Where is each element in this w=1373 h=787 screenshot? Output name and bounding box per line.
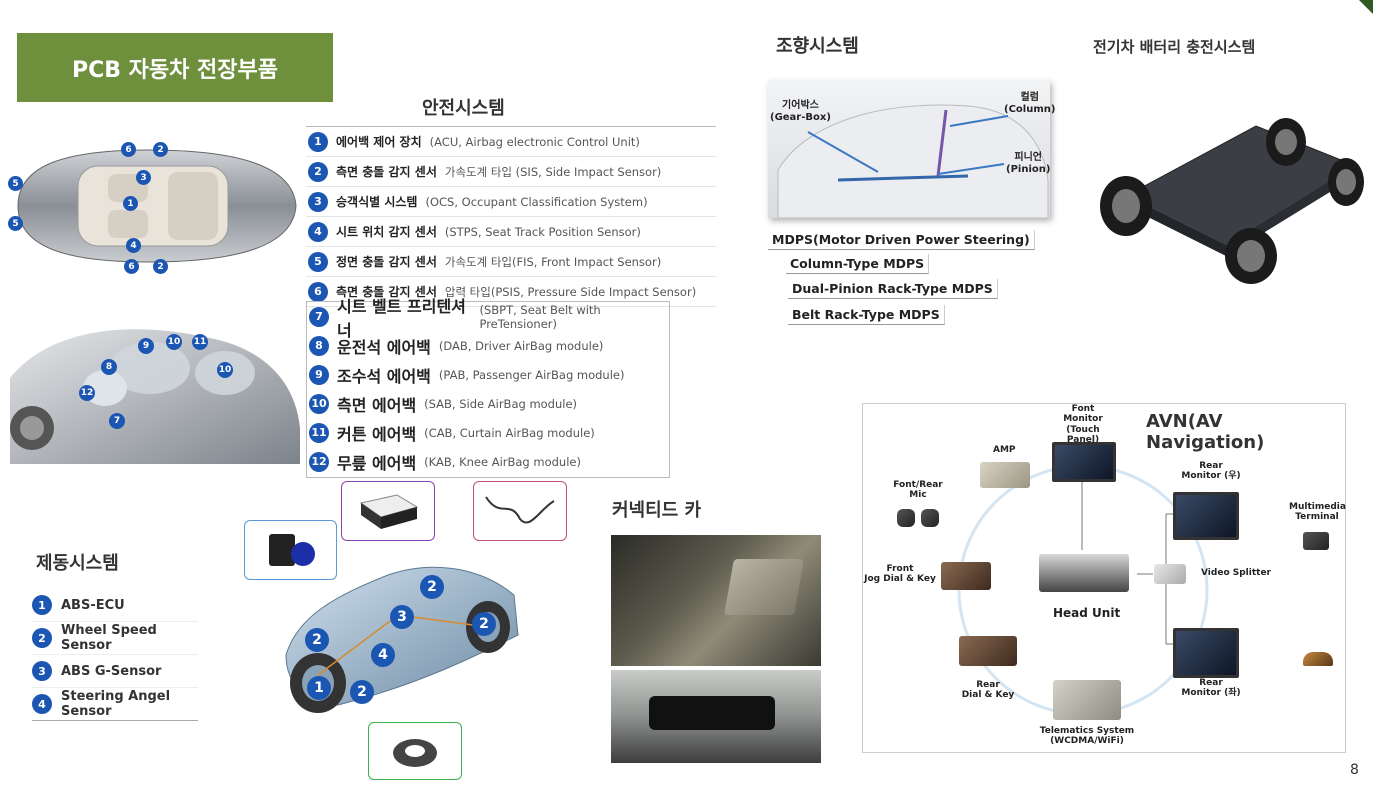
avn-title: AVN(AV Navigation) (1146, 411, 1265, 453)
column-label: 컬럼(Column) (1004, 92, 1056, 115)
connected-car-title: 커넥티드 카 (612, 500, 702, 521)
car-badge: 11 (192, 334, 208, 350)
front-jog-device (941, 562, 991, 590)
mdps-main-label: MDPS(Motor Driven Power Steering) (768, 230, 1035, 250)
corner-accent (1359, 0, 1373, 14)
car-badge: 5 (8, 216, 23, 231)
connected-car-dashboard-image (611, 670, 821, 763)
rear-dial-device (959, 636, 1017, 666)
car-badge: 1 (307, 676, 331, 700)
car-badge: 2 (472, 612, 496, 636)
car-badge: 3 (136, 170, 151, 185)
avn-diagram: AVN(AV Navigation) Font Monitor(Touch Pa… (862, 403, 1346, 753)
car-top-view-image (8, 136, 300, 276)
page-title: PCB 자동차 전장부품 (17, 33, 333, 102)
car-badge: 4 (126, 238, 141, 253)
car-badge: 10 (166, 334, 182, 350)
rear-monitor-left-device (1173, 628, 1239, 678)
car-badge: 2 (153, 142, 168, 157)
abs-module-image (244, 520, 337, 580)
car-airbag-view-image (10, 318, 300, 464)
ecu-module-image (341, 481, 435, 541)
pinion-label: 피니언(Pinion) (1006, 152, 1051, 175)
car-badge: 2 (350, 680, 374, 704)
antenna-device (1303, 652, 1333, 666)
car-badge: 9 (138, 338, 154, 354)
car-badge: 6 (124, 259, 139, 274)
steering-system-title: 조향시스템 (776, 36, 859, 57)
mic-device (897, 509, 915, 527)
ev-charging-title: 전기차 배터리 충전시스템 (1093, 38, 1256, 56)
gearbox-label: 기어박스(Gear-Box) (770, 100, 831, 123)
car-badge: 2 (305, 628, 329, 652)
page-number: 8 (1350, 762, 1359, 778)
car-badge: 5 (8, 176, 23, 191)
car-badge: 2 (420, 575, 444, 599)
brake-system-title: 제동시스템 (36, 553, 119, 574)
telematics-device (1053, 680, 1121, 720)
safety-system-title: 안전시스템 (422, 98, 505, 119)
steering-diagram-image: 기어박스(Gear-Box) 컬럼(Column) 피니언(Pinion) (768, 80, 1055, 219)
steering-angle-sensor-image (368, 722, 462, 780)
car-badge: 6 (121, 142, 136, 157)
mdps-type-item: Belt Rack-Type MDPS (788, 305, 945, 325)
car-badge: 8 (101, 359, 117, 375)
rear-monitor-right-device (1173, 492, 1239, 540)
mdps-type-item: Dual-Pinion Rack-Type MDPS (788, 279, 998, 299)
car-badge: 1 (123, 196, 138, 211)
connected-car-chip-image (611, 535, 821, 666)
font-monitor-label: Font Monitor(Touch Panel) (1063, 404, 1103, 446)
amp-device (980, 462, 1030, 488)
amp-label: AMP (993, 445, 1016, 455)
car-badge: 4 (371, 643, 395, 667)
mdps-type-item: Column-Type MDPS (786, 254, 930, 274)
video-splitter-label: Video Splitter (1201, 568, 1271, 578)
car-badge: 7 (109, 413, 125, 429)
mic-device (921, 509, 939, 527)
telematics-label: Telematics System(WCDMA/WiFi) (1039, 726, 1135, 747)
car-badge: 3 (390, 605, 414, 629)
head-unit-device (1039, 554, 1129, 592)
car-badge: 2 (153, 259, 168, 274)
car-badge: 10 (217, 362, 233, 378)
video-splitter-device (1154, 564, 1186, 584)
wheel-sensor-cable-image (473, 481, 567, 541)
font-monitor-device (1052, 442, 1116, 482)
head-unit-label: Head Unit (1053, 606, 1121, 620)
car-badge: 12 (79, 385, 95, 401)
multimedia-terminal-device (1303, 532, 1329, 550)
ev-platform-image (1086, 116, 1364, 284)
